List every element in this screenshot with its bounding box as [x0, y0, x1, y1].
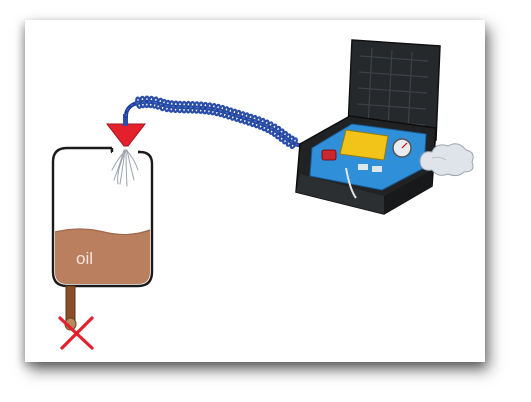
equipment-case: [295, 39, 441, 215]
display-screen: [339, 129, 389, 161]
coiled-hose: [124, 95, 306, 150]
oil-fill: [55, 229, 150, 284]
spray-icon: [111, 149, 139, 187]
tank-label: oil: [76, 249, 93, 268]
oil-surface: [54, 228, 151, 236]
tank-outline: [51, 146, 154, 288]
power-cable: [345, 167, 357, 199]
cross-icon: [58, 316, 94, 350]
funnel-icon: [105, 114, 147, 147]
control-knob: [321, 149, 337, 161]
oil-tank: oil: [51, 146, 154, 288]
exhaust-cloud-icon: [419, 143, 474, 177]
